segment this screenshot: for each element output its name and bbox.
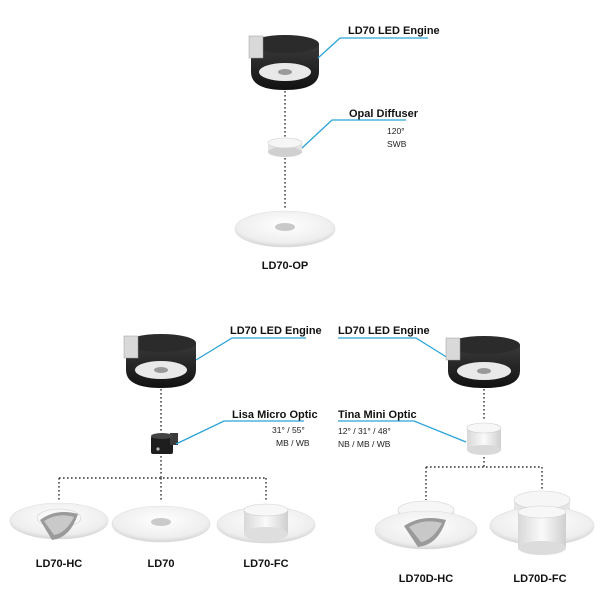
ld70-op-trim-icon [234,210,336,248]
diffuser-type: SWB [387,139,407,149]
diffuser-leader [301,119,406,149]
lisa-leader [175,420,304,445]
diffuser-label: Opal Diffuser [349,108,419,120]
opal-diffuser-icon [267,137,303,157]
lisa-micro-optic-icon [151,433,178,454]
product-ld70-hc: LD70-HC [36,558,83,570]
product-ld70-fc: LD70-FC [243,558,288,570]
product-ld70d-fc: LD70D-FC [513,573,566,585]
lisa-label: Lisa Micro Optic [232,409,318,421]
bottom-right-assembly: LD70 LED Engine Tina Mini Optic 12° / 31… [338,325,595,585]
ld70-trim-icon [111,505,211,543]
tina-angles: 12° / 31° / 48° [338,426,391,436]
product-ld70: LD70 [148,558,175,570]
tina-label: Tina Mini Optic [338,409,417,421]
tina-leader [338,420,467,443]
bottom-left-assembly: LD70 LED Engine Lisa Micro Optic 31° / 5… [9,325,322,570]
diffuser-angle: 120° [387,126,405,136]
ld70d-hc-trim-icon [374,500,478,550]
right-led-engine-icon [445,336,520,388]
top-engine-leader [317,37,428,59]
right-engine-leader [338,337,449,359]
top-engine-label: LD70 LED Engine [348,25,440,37]
tina-mini-optic-icon [466,422,502,455]
tina-types: NB / MB / WB [338,439,391,449]
left-led-engine-icon [123,334,196,388]
lisa-angles: 31° / 55° [272,425,305,435]
product-ld70d-hc: LD70D-HC [399,573,453,585]
left-engine-leader [195,337,306,361]
top-led-engine-icon [248,35,319,90]
left-engine-label: LD70 LED Engine [230,325,322,337]
ld70-fc-trim-icon [216,503,316,544]
ld70d-fc-trim-icon [489,490,595,555]
right-engine-label: LD70 LED Engine [338,325,430,337]
product-ld70-op: LD70-OP [262,260,308,272]
ld70-hc-trim-icon [9,502,109,540]
top-assembly: LD70 LED Engine Opal Diffuser 120° SWB L… [234,25,440,272]
lisa-types: MB / WB [276,438,310,448]
